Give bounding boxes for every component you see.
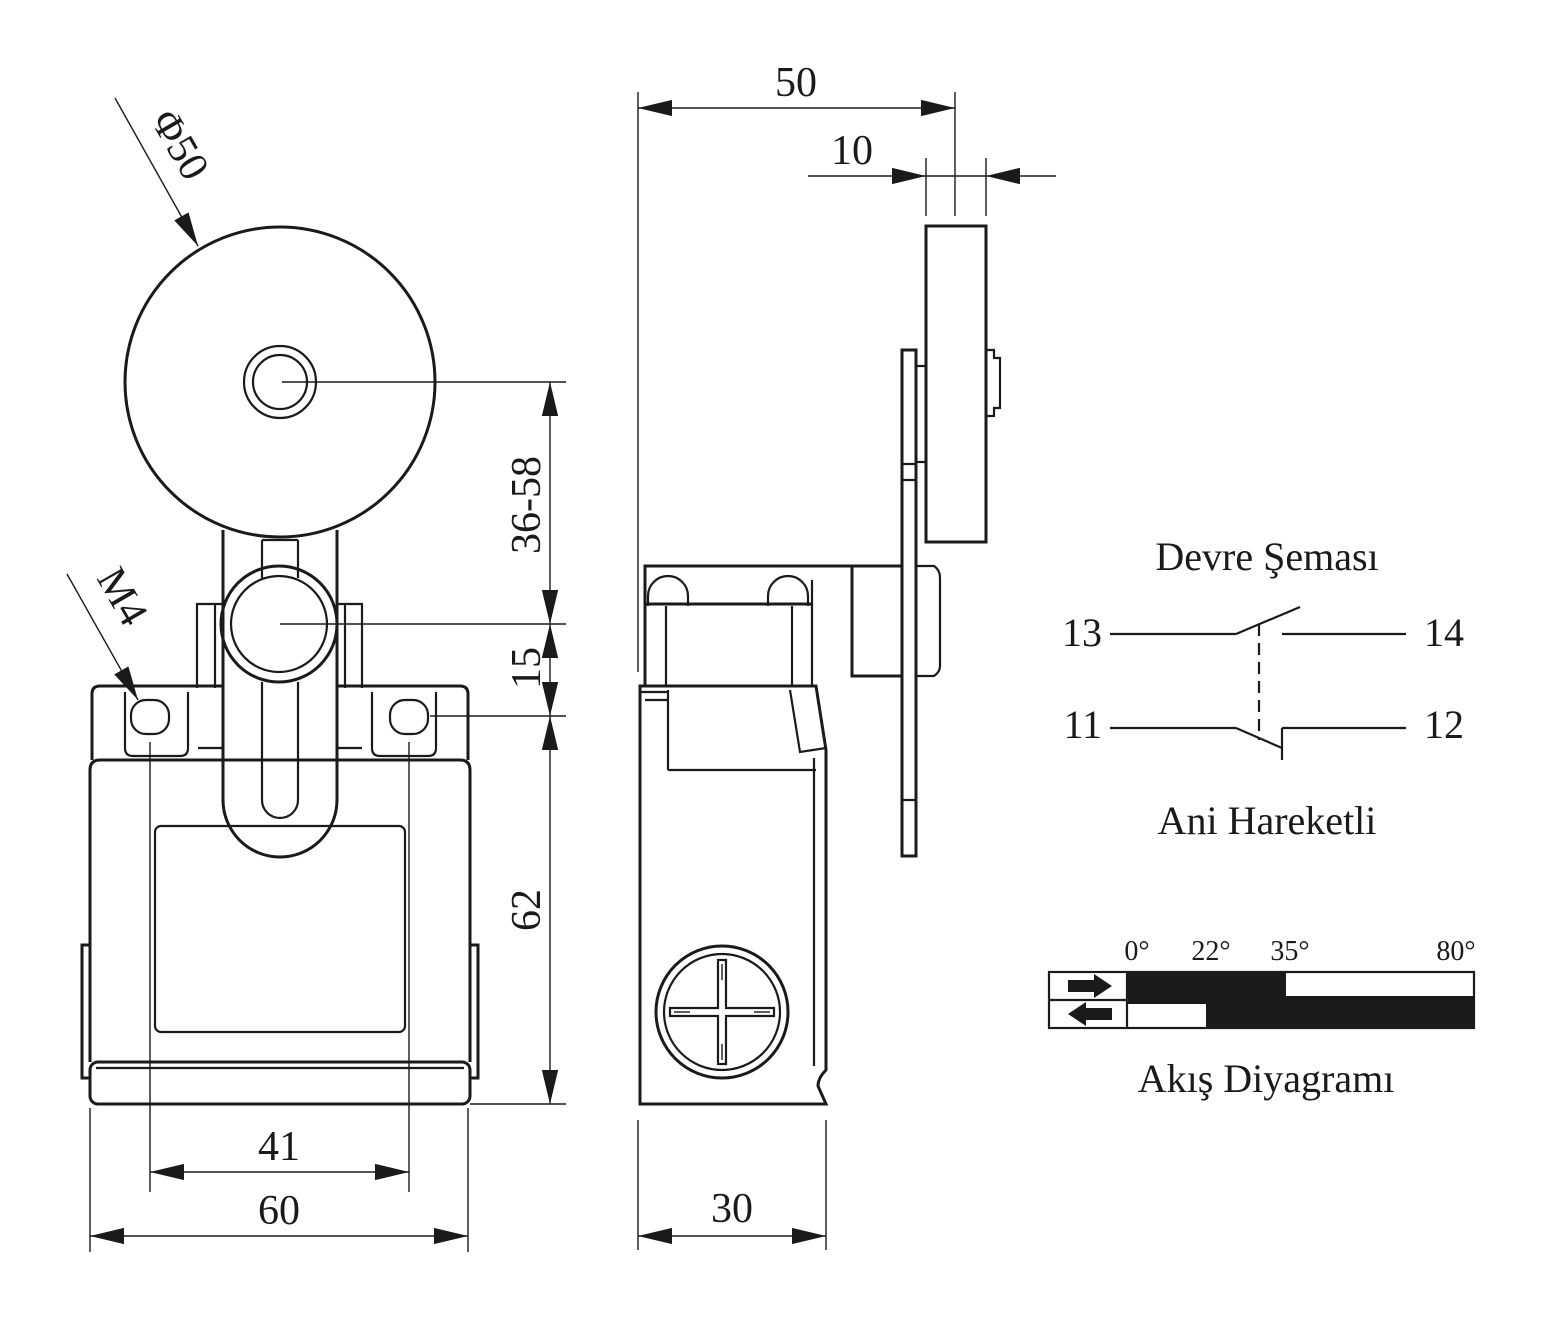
screw-head-icon <box>654 944 790 1080</box>
pivot-shaft <box>850 564 942 678</box>
front-view: 36-58 15 62 41 60 Φ50 M4 <box>66 97 566 1252</box>
circuit-title: Devre Şeması <box>1155 534 1378 579</box>
angle-22: 22° <box>1191 936 1230 967</box>
pivot-hub <box>219 564 566 684</box>
lever-arm <box>221 530 339 859</box>
terminal-14: 14 <box>1424 610 1464 655</box>
terminal-12: 12 <box>1424 702 1464 747</box>
terminal-11: 11 <box>1063 702 1102 747</box>
nc-contact <box>1110 726 1406 760</box>
flow-diagram: 0° 22° 35° 80° Akış Diyagramı <box>1047 936 1476 1101</box>
mounting-flange <box>90 684 470 760</box>
circuit-diagram: Devre Şeması 13 14 11 12 Ani Hareketli <box>1062 534 1464 843</box>
roller-width-label: 10 <box>831 128 873 174</box>
lever-plate <box>900 348 926 858</box>
body-side <box>638 684 829 1106</box>
roller-side <box>924 224 1002 544</box>
pivot-offset-label: 15 <box>504 647 550 689</box>
diameter-leader <box>114 97 199 247</box>
head-brackets <box>195 602 364 688</box>
thread-leader <box>66 573 139 701</box>
body-height-label: 62 <box>504 889 550 931</box>
roller-wheel <box>123 225 566 539</box>
housing-body <box>80 715 566 1106</box>
right-arrow-icon <box>1068 974 1112 998</box>
circuit-subtitle: Ani Hareketli <box>1158 798 1377 843</box>
flow-title: Akış Diyagramı <box>1138 1056 1395 1101</box>
side-view: 50 10 <box>637 60 1056 1250</box>
lever-range-label: 36-58 <box>504 456 550 554</box>
head-side <box>643 564 854 686</box>
flow-table <box>1047 970 1476 1030</box>
forward-closed-band <box>1127 972 1286 1000</box>
body-depth-label: 30 <box>711 1186 753 1232</box>
body-width-label: 60 <box>258 1188 300 1234</box>
hole-spacing-label: 41 <box>258 1124 300 1170</box>
no-contact <box>1110 605 1406 636</box>
terminal-13: 13 <box>1062 610 1102 655</box>
angle-0: 0° <box>1124 936 1149 967</box>
extension-lines <box>89 742 469 1252</box>
angle-80: 80° <box>1436 936 1475 967</box>
roller-diameter-label: Φ50 <box>141 102 217 188</box>
left-arrow-icon <box>1068 1002 1112 1026</box>
return-closed-band <box>1206 1000 1474 1028</box>
total-depth-label: 50 <box>775 60 817 106</box>
angle-35: 35° <box>1270 936 1309 967</box>
thread-label: M4 <box>87 560 156 634</box>
